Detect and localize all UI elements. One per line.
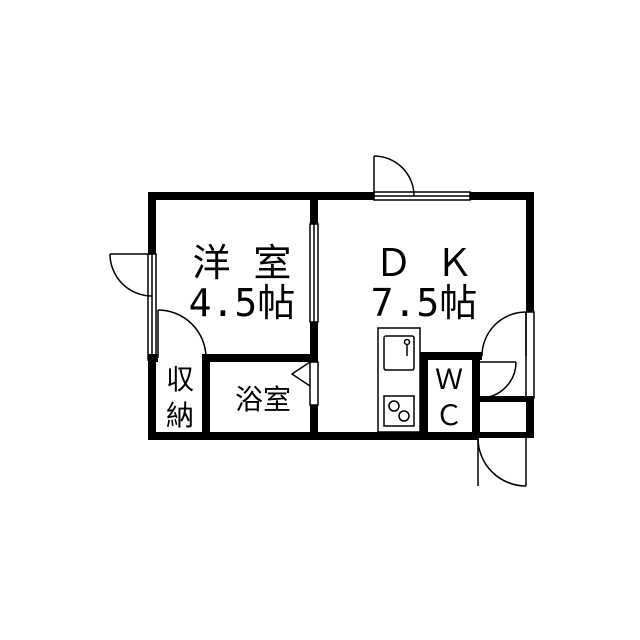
closet-door-swing [477,437,527,487]
wc-left-wall [420,354,428,438]
room-size-dk: 7.5帖 [370,281,478,325]
right-wall-lower [526,398,534,438]
room-name-bath: 浴室 [234,383,291,416]
room-name-storage-1: 収 [165,363,194,396]
room-name-wc-1: Ｗ [434,363,463,396]
walls [148,192,534,440]
left-wall-lower [148,360,156,438]
faucet-icon [403,338,411,346]
partition-horizontal [205,354,318,362]
right-door-swing [481,311,527,357]
wc-right-wall [472,352,480,438]
stove-icon [383,395,415,427]
room-size-western: 4.5帖 [188,281,296,325]
top-wall-right [470,192,534,200]
storage-door-swing [157,309,207,359]
right-door-frame [525,311,535,399]
doors [109,155,535,487]
left-door-swing [109,253,153,297]
room-name-western: 洋 室 [192,241,292,285]
bath-door [309,361,319,406]
wc-door-swing [479,361,517,399]
entry-door-swing [373,155,415,197]
partition-storage-bath [202,354,210,438]
room-name-wc-2: Ｃ [434,399,463,432]
bottom-wall-right [476,432,534,438]
burner-icon [398,410,410,422]
left-wall-upper [148,192,156,254]
partition-horizontal-left [148,354,158,362]
sink-icon [383,335,415,371]
bath-door-fold [290,361,311,387]
kitchen [377,327,421,433]
room-name-storage-2: 納 [165,399,194,432]
wc-top-wall [420,352,482,360]
partition-west-dk-mid [310,322,318,362]
closet-top-wall [476,396,534,402]
partition-west-dk-low [310,405,318,439]
partition-west-dk-top [310,192,318,224]
kitchen-counter [377,327,421,433]
room-name-dk: Ｄ Ｋ [374,241,474,285]
right-wall-upper [526,192,534,312]
top-wall-left [148,192,374,200]
burner-icon [388,400,400,412]
